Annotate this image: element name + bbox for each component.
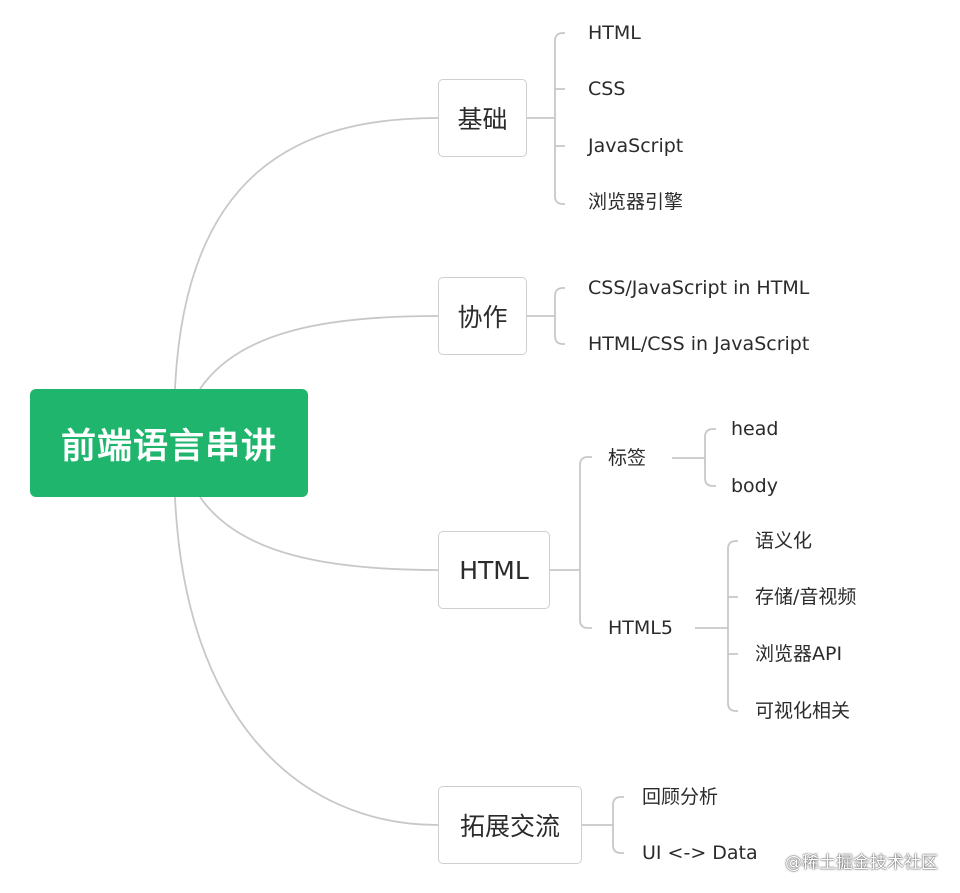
connector-root-html — [199, 496, 439, 571]
branch-expand-exchange[interactable]: 拓展交流 — [438, 786, 582, 864]
leaf-css[interactable]: CSS — [588, 78, 626, 100]
leaf-javascript[interactable]: JavaScript — [588, 135, 684, 157]
leaf-browser-engine[interactable]: 浏览器引擎 — [588, 191, 684, 213]
leaf-css-js-in-html[interactable]: CSS/JavaScript in HTML — [588, 277, 810, 299]
group-tags[interactable]: 标签 — [608, 447, 647, 469]
leaf-browser-api[interactable]: 浏览器API — [755, 643, 843, 665]
root-topic[interactable]: 前端语言串讲 — [30, 389, 308, 497]
leaf-storage-media[interactable]: 存储/音视频 — [755, 586, 857, 608]
branch-html[interactable]: HTML — [438, 531, 550, 609]
watermark: @稀土掘金技术社区 — [785, 853, 938, 873]
leaf-head[interactable]: head — [731, 418, 779, 440]
leaf-html[interactable]: HTML — [588, 22, 641, 44]
leaf-body[interactable]: body — [731, 475, 778, 497]
connector-root-expand — [174, 496, 439, 826]
group-html5[interactable]: HTML5 — [608, 617, 673, 639]
leaf-html-css-in-js[interactable]: HTML/CSS in JavaScript — [588, 333, 810, 355]
connector-root-basics — [174, 117, 439, 390]
leaf-review-analysis[interactable]: 回顾分析 — [642, 786, 719, 808]
connector-root-collab — [199, 315, 439, 390]
branch-basics[interactable]: 基础 — [438, 79, 527, 157]
leaf-ui-data[interactable]: UI <-> Data — [642, 842, 758, 864]
leaf-semantics[interactable]: 语义化 — [755, 530, 813, 552]
branch-collaboration[interactable]: 协作 — [438, 277, 527, 355]
leaf-visualization[interactable]: 可视化相关 — [755, 700, 851, 722]
